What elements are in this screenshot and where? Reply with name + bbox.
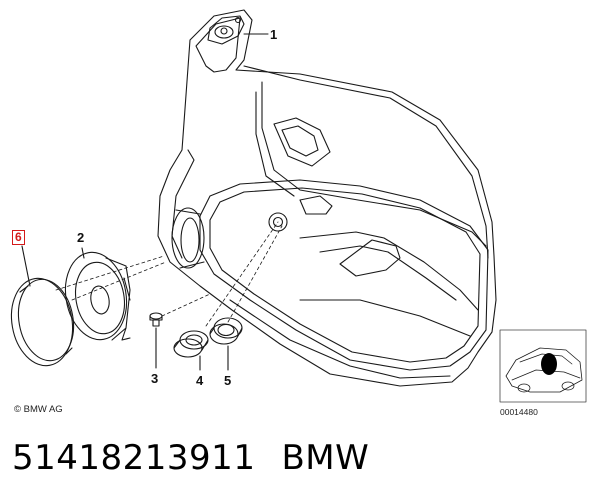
- callout-5: 5: [224, 373, 232, 388]
- exploded-parts-diagram: [10, 9, 587, 403]
- callout-1: 1: [270, 27, 278, 42]
- tweeter-part-1: [207, 15, 269, 45]
- door-trim-panel: [157, 9, 497, 387]
- grommet-part-4: [173, 330, 209, 371]
- woofer-part-2: [64, 247, 131, 341]
- footer-caption: 51418213911 BMW: [12, 438, 369, 478]
- copyright-notice: © BMW AG: [14, 404, 63, 415]
- vehicle-inset-thumbnail: [499, 329, 587, 403]
- location-marker: [541, 353, 557, 375]
- callout-4: 4: [196, 373, 204, 388]
- screw-part-3: [149, 312, 163, 369]
- diagram-reference-number: 00014480: [500, 407, 538, 417]
- callout-2: 2: [77, 230, 85, 245]
- callout-3: 3: [151, 371, 159, 386]
- ring-part-5: [209, 317, 243, 371]
- speaker-cover-part-6: [10, 245, 75, 367]
- callout-6: 6: [12, 230, 25, 245]
- part-number: 51418213911: [12, 438, 256, 478]
- alignment-lines: [55, 221, 283, 327]
- brand-name: BMW: [281, 438, 370, 478]
